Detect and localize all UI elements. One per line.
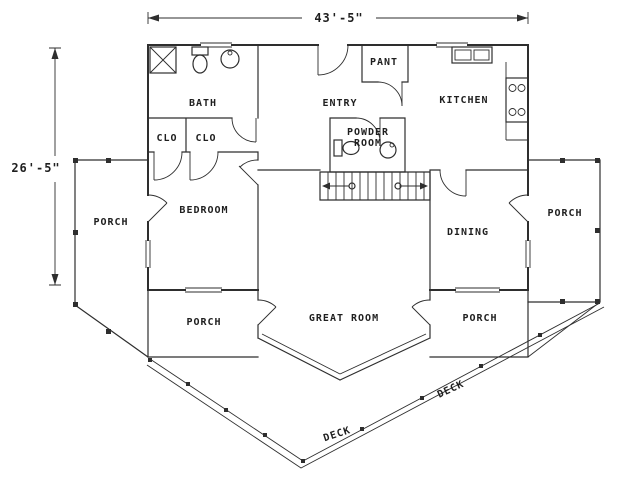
dimension-height-label: 26'-5" bbox=[11, 161, 60, 175]
cooktop-icon bbox=[505, 77, 529, 123]
exterior-wall-lines bbox=[147, 44, 529, 291]
porch-right-structure bbox=[527, 158, 601, 304]
burner-icon bbox=[517, 84, 526, 92]
bay-window-lines bbox=[261, 333, 427, 375]
toilet-bowl-icon bbox=[192, 54, 208, 74]
room-label-powder-1: POWDER bbox=[347, 127, 389, 138]
porch-post bbox=[73, 302, 78, 307]
deck-post bbox=[224, 408, 228, 412]
room-label-pantry: PANT bbox=[370, 57, 398, 68]
deck-post bbox=[301, 459, 305, 463]
sink-faucet-icon bbox=[227, 50, 233, 56]
porch-post bbox=[595, 228, 600, 233]
shower-icon bbox=[149, 46, 177, 74]
porch-post bbox=[73, 230, 78, 235]
deck-inner-railing bbox=[146, 306, 605, 469]
kitchen-counter-line bbox=[505, 62, 528, 141]
deck-post bbox=[263, 433, 267, 437]
deck-post bbox=[420, 396, 424, 400]
stairs-arrow-right-head bbox=[420, 182, 428, 190]
room-label-bedroom: BEDROOM bbox=[179, 205, 228, 216]
deck-post bbox=[186, 382, 190, 386]
burner-icon bbox=[508, 84, 517, 92]
interior-wall-lines bbox=[147, 44, 529, 381]
toilet-tank-icon bbox=[191, 46, 209, 56]
powder-sink-icon bbox=[379, 141, 397, 159]
dimension-top-arrow-left bbox=[148, 14, 159, 22]
room-labels: BATH ENTRY PANT KITCHEN CLO CLO POWDER R… bbox=[93, 57, 582, 444]
room-label-entry: ENTRY bbox=[322, 98, 357, 109]
powder-room-fixtures bbox=[333, 139, 397, 159]
burner-icon bbox=[517, 108, 526, 116]
porch-post bbox=[73, 158, 78, 163]
stairs bbox=[319, 171, 431, 201]
dimension-left-arrow-bottom bbox=[51, 274, 59, 285]
porch-right-railing bbox=[527, 159, 601, 303]
porch-post bbox=[560, 299, 565, 304]
deck-post bbox=[479, 364, 483, 368]
powder-sink-faucet-icon bbox=[389, 142, 395, 148]
shower-cross-icon bbox=[149, 46, 177, 74]
room-label-closet-right: CLO bbox=[195, 133, 216, 144]
porch-post bbox=[595, 158, 600, 163]
stairs-arrow-left-head bbox=[322, 182, 330, 190]
room-label-powder-2: ROOM bbox=[354, 138, 382, 149]
room-label-dining: DINING bbox=[447, 227, 489, 238]
porch-post bbox=[560, 158, 565, 163]
doors bbox=[147, 44, 529, 326]
room-label-kitchen: KITCHEN bbox=[439, 95, 488, 106]
dimension-top: 43'-5" bbox=[147, 11, 529, 25]
deck-edge-right bbox=[527, 301, 601, 358]
door-leaves bbox=[147, 45, 529, 326]
stairs-outline bbox=[319, 171, 431, 201]
sink-icon bbox=[220, 49, 240, 69]
bath-fixtures bbox=[149, 46, 240, 74]
dimension-left-arrow-top bbox=[51, 48, 59, 59]
dimension-width-label: 43'-5" bbox=[314, 11, 363, 25]
window-lines bbox=[145, 42, 531, 293]
porch-post bbox=[106, 329, 111, 334]
room-label-porch-bottom-right: PORCH bbox=[462, 313, 497, 324]
deck-post bbox=[148, 358, 152, 362]
porch-post bbox=[106, 158, 111, 163]
room-label-closet-left: CLO bbox=[156, 133, 177, 144]
room-label-porch-bottom-left: PORCH bbox=[186, 317, 221, 328]
room-label-great-room: GREAT ROOM bbox=[309, 313, 379, 324]
room-label-porch-left: PORCH bbox=[93, 217, 128, 228]
kitchen-sink-basin-right bbox=[473, 49, 490, 61]
burner-icon bbox=[508, 108, 517, 116]
deck-post bbox=[360, 427, 364, 431]
deck-post bbox=[538, 333, 542, 337]
exterior-walls bbox=[145, 42, 531, 293]
door-swing-arcs bbox=[147, 44, 529, 308]
porch-left-structure bbox=[73, 158, 149, 358]
room-label-deck-bottom: DECK bbox=[322, 425, 352, 444]
dimension-top-arrow-right bbox=[517, 14, 528, 22]
porch-post bbox=[595, 299, 600, 304]
dimension-left: 26'-5" bbox=[11, 47, 61, 286]
room-label-bath: BATH bbox=[189, 98, 217, 109]
kitchen-sink-basin-left bbox=[454, 49, 472, 61]
room-label-porch-right: PORCH bbox=[547, 208, 582, 219]
powder-toilet-tank-icon bbox=[333, 139, 343, 157]
deck-structure bbox=[146, 301, 605, 469]
kitchen-sink-icon bbox=[451, 46, 493, 64]
kitchen-fixtures bbox=[451, 46, 529, 141]
interior-walls bbox=[147, 44, 529, 381]
powder-toilet-bowl-icon bbox=[342, 140, 360, 156]
porch-left-railing bbox=[74, 159, 149, 358]
